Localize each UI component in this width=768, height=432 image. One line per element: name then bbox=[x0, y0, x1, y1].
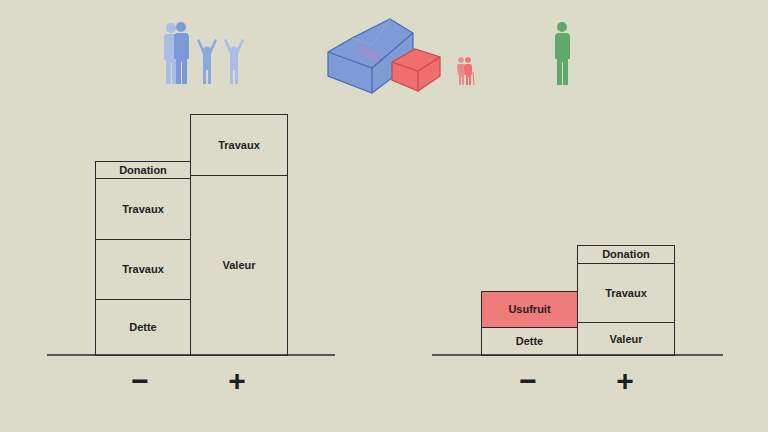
stack-box: Travaux bbox=[577, 263, 675, 323]
box-label: Valeur bbox=[222, 259, 255, 271]
stack-box: Dette bbox=[95, 299, 191, 356]
box-label: Travaux bbox=[605, 287, 647, 299]
stack-box: Valeur bbox=[190, 175, 288, 356]
stack-box: Donation bbox=[577, 245, 675, 264]
sign-label: + bbox=[228, 366, 246, 396]
stack-box: Donation bbox=[95, 161, 191, 179]
box-label: Valeur bbox=[609, 333, 642, 345]
stack-box: Valeur bbox=[577, 322, 675, 356]
box-label: Dette bbox=[516, 335, 544, 347]
box-label: Travaux bbox=[122, 203, 164, 215]
box-label: Donation bbox=[602, 248, 650, 260]
box-label: Travaux bbox=[122, 263, 164, 275]
person-icon bbox=[555, 22, 570, 85]
stack-box: Travaux bbox=[95, 178, 191, 240]
stack-box: Travaux bbox=[95, 239, 191, 300]
family-icon bbox=[164, 22, 244, 84]
sign-label: − bbox=[131, 366, 149, 396]
sign-label: + bbox=[616, 366, 634, 396]
elderly-couple-icon bbox=[457, 57, 474, 85]
stack-box: Usufruit bbox=[481, 291, 578, 328]
box-label: Dette bbox=[129, 321, 157, 333]
house-icon bbox=[328, 19, 440, 93]
box-label: Donation bbox=[119, 164, 167, 176]
box-label: Travaux bbox=[218, 139, 260, 151]
sign-label: − bbox=[519, 366, 537, 396]
stack-box: Dette bbox=[481, 327, 578, 356]
stack-box: Travaux bbox=[190, 114, 288, 176]
box-label: Usufruit bbox=[508, 303, 550, 315]
